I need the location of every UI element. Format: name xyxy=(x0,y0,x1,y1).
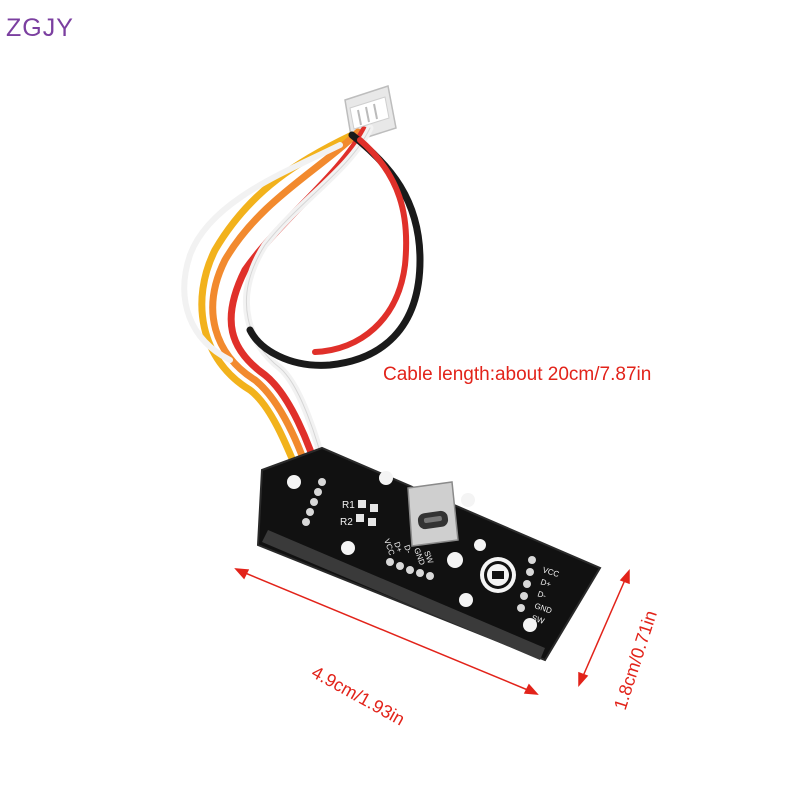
cable-length-annotation: Cable length:about 20cm/7.87in xyxy=(383,364,652,385)
pcb-label-r2: R2 xyxy=(340,517,353,528)
pcb-label-r1: R1 xyxy=(342,500,355,511)
pcb-pin-right-2: D+ xyxy=(539,577,552,589)
logo-badge-icon xyxy=(480,557,516,593)
length-dimension-arrow xyxy=(234,568,539,695)
cable-wires xyxy=(181,124,424,494)
jst-connector xyxy=(344,85,397,143)
pcb-board: R1 R2 VCC D+ D- GND SW VCC D+ D- GND SW xyxy=(256,446,602,662)
pcb-pin-left-3: D- xyxy=(402,544,413,555)
width-dimension-arrow xyxy=(578,569,630,687)
pcb-pin-right-5: SW xyxy=(530,613,545,626)
brand-logo: ZGJY xyxy=(6,14,74,42)
pcb-pin-left-2: D+ xyxy=(392,541,404,554)
pcb-pin-right-3: D- xyxy=(536,589,547,600)
pcb-pin-left-5: SW xyxy=(422,550,435,566)
usb-c-port-icon xyxy=(407,481,459,547)
